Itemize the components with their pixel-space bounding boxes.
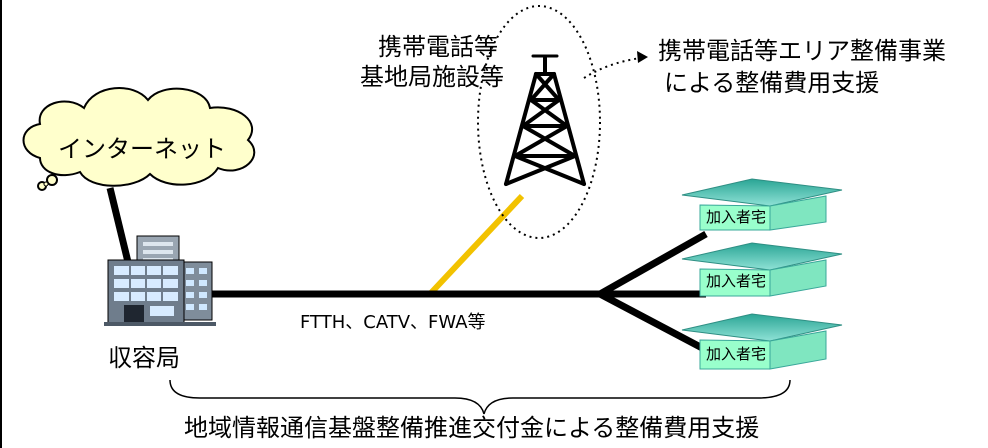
house-icon-2 xyxy=(681,242,843,297)
station-label: 収容局 xyxy=(108,344,180,372)
internet-link xyxy=(106,187,132,263)
branch-line-3 xyxy=(598,290,708,354)
bottom-brace xyxy=(169,379,791,415)
station-building-icon xyxy=(104,235,216,326)
house-label-1: 加入者宅 xyxy=(706,208,767,226)
house-icon-1 xyxy=(681,178,843,231)
cell-tower-icon xyxy=(504,54,586,186)
tower-label-line2: 基地局施設等 xyxy=(360,63,504,91)
line-type-label: FTTH、CATV、FWA等 xyxy=(300,312,486,333)
house-label-3: 加入者宅 xyxy=(706,345,767,363)
support-arrow xyxy=(583,51,648,79)
bottom-support-label: 地域情報通信基盤整備推進交付金による整備費用支援 xyxy=(184,414,760,442)
tower-label-line1: 携帯電話等 xyxy=(378,33,498,61)
house-icon-3 xyxy=(681,313,843,370)
branch-line-1 xyxy=(598,230,708,298)
tower-feeder-line xyxy=(427,193,525,297)
support-note-line2: による整備費用支援 xyxy=(664,69,880,97)
support-note-line1: 携帯電話等エリア整備事業 xyxy=(658,37,946,65)
house-label-2: 加入者宅 xyxy=(706,272,767,290)
internet-cloud-icon xyxy=(22,87,256,191)
tower-highlight-ellipse xyxy=(477,5,601,239)
internet-label: インターネット xyxy=(58,135,226,163)
